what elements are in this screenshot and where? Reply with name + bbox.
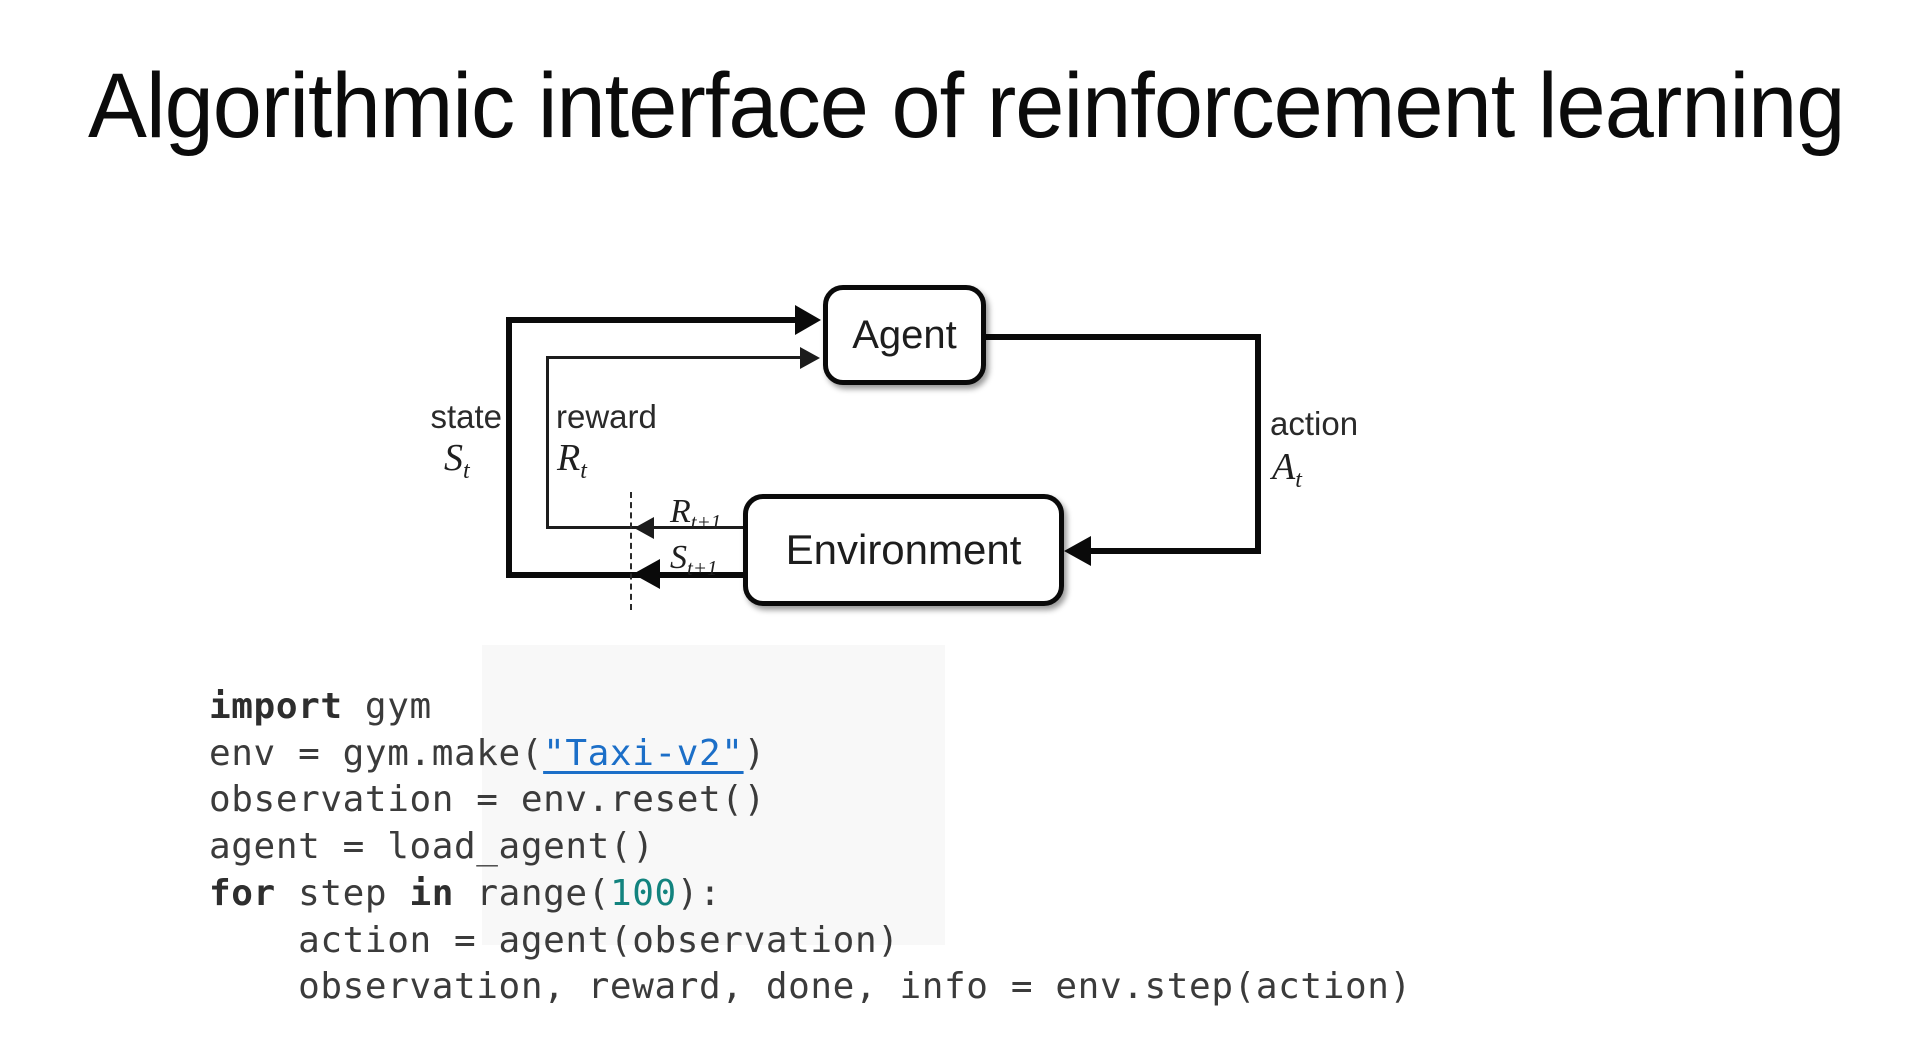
action-label: action <box>1270 405 1359 442</box>
state-symbol: St <box>444 437 470 484</box>
next-state-line-bottom <box>506 572 748 578</box>
action-line-right <box>1255 334 1261 554</box>
code-line: action = agent(observation) <box>209 918 1412 965</box>
code-line: import gym <box>209 684 1412 731</box>
code-segment: observation = env.reset() <box>209 779 766 821</box>
taxi-v2-link[interactable]: "Taxi-v2" <box>543 732 744 774</box>
code-segment: agent = load_agent() <box>209 826 655 868</box>
code-screenshot-background <box>482 645 945 945</box>
agent-node-label: Agent <box>852 312 957 357</box>
reward-label: reward <box>556 398 657 435</box>
reward-symbol: Rt <box>557 437 587 484</box>
code-segment: range( <box>454 872 610 914</box>
code-segment: action = agent(observation) <box>209 919 900 961</box>
code-line: env = gym.make("Taxi-v2") <box>209 731 1412 778</box>
code-segment: ) <box>743 732 766 774</box>
timestep-boundary-dashed-line <box>630 492 632 610</box>
code-segment: observation, reward, done, info = env.st… <box>209 966 1412 1008</box>
code-segment: step <box>275 872 410 914</box>
action-line-bottom <box>1080 548 1261 554</box>
next-state-symbol: St+1 <box>670 539 718 580</box>
reward-to-agent-arrowhead-icon <box>800 347 820 369</box>
code-segment: in <box>409 872 455 914</box>
action-symbol: At <box>1272 446 1302 493</box>
environment-node-label: Environment <box>785 526 1022 573</box>
action-to-environment-arrowhead-icon <box>1064 536 1091 566</box>
next-reward-symbol: Rt+1 <box>670 493 722 534</box>
environment-node: Environment <box>743 494 1064 606</box>
next-state-arrowhead-icon <box>633 559 660 589</box>
code-segment: ): <box>676 872 722 914</box>
state-line-left <box>506 317 512 578</box>
code-segment: import <box>209 686 343 727</box>
state-label: state <box>430 398 502 435</box>
code-line: observation, reward, done, info = env.st… <box>209 964 1412 1011</box>
code-segment: for <box>209 872 276 914</box>
code-segment: env = gym.make( <box>209 732 544 774</box>
state-to-agent-arrowhead-icon <box>795 305 821 335</box>
state-line-top <box>506 317 802 323</box>
agent-node: Agent <box>823 285 986 385</box>
next-reward-arrowhead-icon <box>634 517 654 539</box>
action-line-top <box>981 334 1261 340</box>
code-line: observation = env.reset() <box>209 777 1412 824</box>
code-segment: 100 <box>609 872 677 914</box>
code-line: for step in range(100): <box>209 871 1412 918</box>
page-title: Algorithmic interface of reinforcement l… <box>88 55 1845 157</box>
reward-line-top <box>546 356 802 359</box>
code-segment: gym <box>342 686 432 727</box>
code-line: agent = load_agent() <box>209 824 1412 871</box>
reward-line-left <box>546 356 549 527</box>
